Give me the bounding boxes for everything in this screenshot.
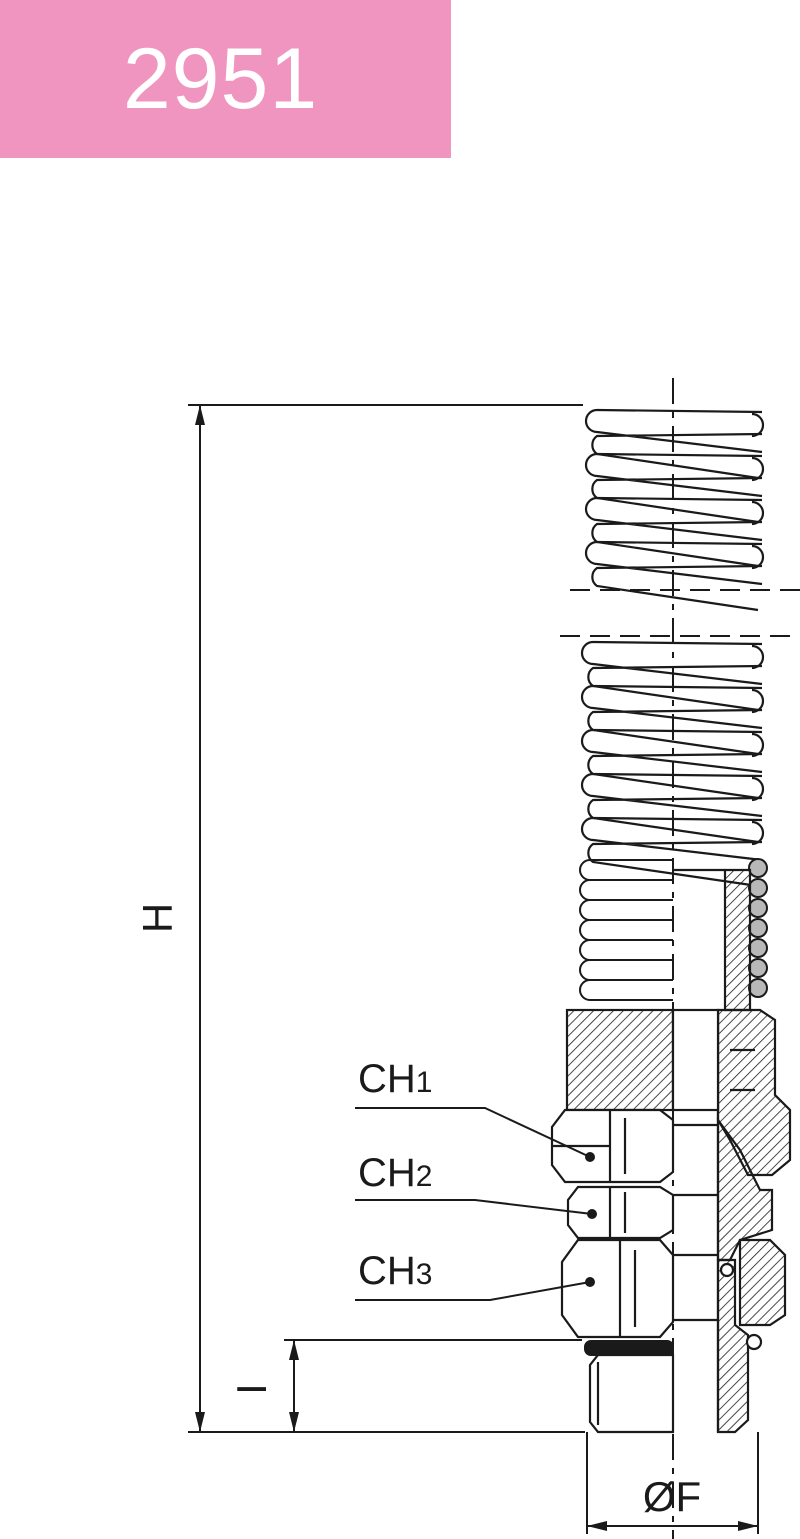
spring-coil-end xyxy=(751,776,765,802)
spring-coil-compressed xyxy=(579,939,673,961)
spring-coil-compressed xyxy=(579,979,673,1001)
hex-nut-ch2 xyxy=(566,1185,718,1240)
spring-wire-section xyxy=(748,898,768,918)
break-lines xyxy=(560,589,800,637)
spring-coil-compressed xyxy=(579,919,673,941)
spring-coil-end xyxy=(751,820,765,846)
upper-hex-block xyxy=(565,1008,720,1112)
product-code: 2951 xyxy=(122,30,319,127)
spring-coil xyxy=(580,816,763,888)
spring-coil-end xyxy=(751,644,765,670)
hex-nut-ch3 xyxy=(560,1238,718,1339)
spring-coil-compressed xyxy=(579,879,673,901)
ch2-label: CH2 xyxy=(358,1151,432,1195)
spring-wire-section xyxy=(748,878,768,898)
spring-wire-section xyxy=(748,858,768,878)
spring-coil-compressed xyxy=(579,899,673,921)
spring-coil-compressed xyxy=(579,959,673,981)
spring-coil-end xyxy=(751,412,765,438)
spring-coil-end xyxy=(751,688,765,714)
o-ring xyxy=(584,1340,674,1356)
hex-nut-ch1 xyxy=(550,1108,718,1184)
spring-coil xyxy=(584,540,763,612)
product-code-banner: 2951 xyxy=(0,0,451,158)
ch3-label: CH3 xyxy=(358,1249,432,1293)
ch1-label: CH1 xyxy=(358,1057,432,1101)
dimension-h xyxy=(188,404,585,1433)
dimension-f xyxy=(586,1432,759,1534)
dimension-i xyxy=(284,1339,582,1432)
spring-coil-end xyxy=(751,456,765,482)
spring-wire-section xyxy=(748,958,768,978)
spring-coil-end xyxy=(751,544,765,570)
spring-compressed xyxy=(579,859,673,1001)
spring-upper xyxy=(584,408,765,612)
dimension-h-label: H xyxy=(134,903,181,933)
threaded-stem xyxy=(588,1318,718,1434)
fitting-body xyxy=(673,868,792,1434)
spring-coil-end xyxy=(751,500,765,526)
spring-wire-section xyxy=(748,918,768,938)
spring-coil-end xyxy=(751,732,765,758)
spring-section-balls xyxy=(748,858,768,998)
leader-dots xyxy=(585,1152,597,1287)
spring-lower xyxy=(580,640,765,888)
spring-wire-section xyxy=(748,978,768,998)
spring-wire-section xyxy=(748,938,768,958)
leader-lines xyxy=(355,1107,593,1301)
dimension-i-label: I xyxy=(228,1383,275,1395)
